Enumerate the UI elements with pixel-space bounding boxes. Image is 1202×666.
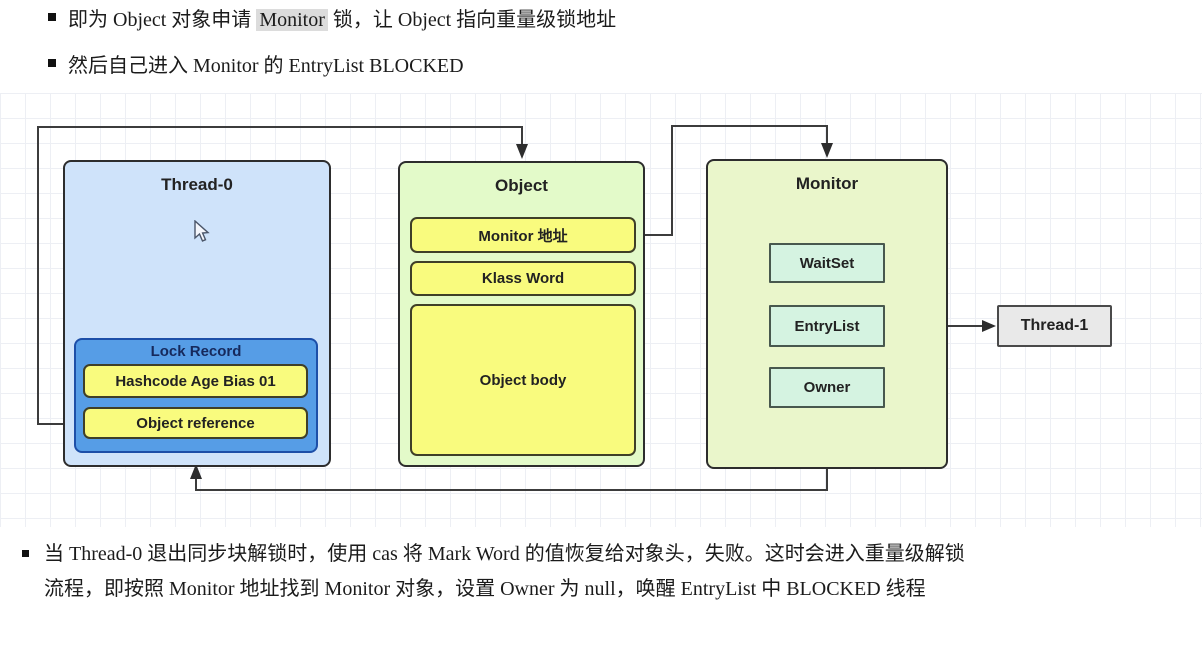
- object-row-monitor-address: Monitor 地址: [410, 217, 636, 253]
- bullet-marker: [48, 13, 56, 21]
- lock-record-title: Lock Record: [150, 343, 242, 360]
- thread0-title: Thread-0: [161, 175, 233, 194]
- bullet-marker: [48, 59, 56, 67]
- monitor-row-entrylist: EntryList: [769, 305, 885, 347]
- monitor-row-owner: Owner: [769, 367, 885, 408]
- footer-line-2: 流程，即按照 Monitor 地址找到 Monitor 对象，设置 Owner …: [44, 578, 926, 600]
- object-row-klass-word: Klass Word: [410, 261, 636, 296]
- footer-line-1: 当 Thread-0 退出同步块解锁时，使用 cas 将 Mark Word 的…: [44, 543, 965, 565]
- bullet-2-text: 然后自己进入 Monitor 的 EntryList BLOCKED: [68, 55, 464, 77]
- monitor-title: Monitor: [795, 174, 859, 193]
- mouse-cursor-icon: [194, 220, 210, 242]
- thread1-box: Thread-1: [997, 305, 1112, 347]
- object-title: Object: [495, 176, 548, 195]
- bullet-1-highlight: Monitor: [256, 9, 328, 31]
- bullet-marker: [22, 550, 29, 557]
- monitor-row-waitset: WaitSet: [769, 243, 885, 283]
- bullet-1-post: 锁，让 Object 指向重量级锁地址: [327, 9, 617, 31]
- thread1-title: Thread-1: [1020, 317, 1089, 334]
- lock-record-row-hashcode: Hashcode Age Bias 01: [83, 364, 308, 398]
- footer-paragraph: 当 Thread-0 退出同步块解锁时，使用 cas 将 Mark Word 的…: [22, 537, 1174, 607]
- object-row-object-body: Object body: [410, 304, 636, 456]
- bullet-line-2: 然后自己进入 Monitor 的 EntryList BLOCKED: [48, 52, 464, 80]
- lock-record-row-object-reference: Object reference: [83, 407, 308, 439]
- bullet-1-pre: 即为 Object 对象申请: [68, 9, 257, 31]
- bullet-line-1: 即为 Object 对象申请 Monitor 锁，让 Object 指向重量级锁…: [48, 6, 617, 34]
